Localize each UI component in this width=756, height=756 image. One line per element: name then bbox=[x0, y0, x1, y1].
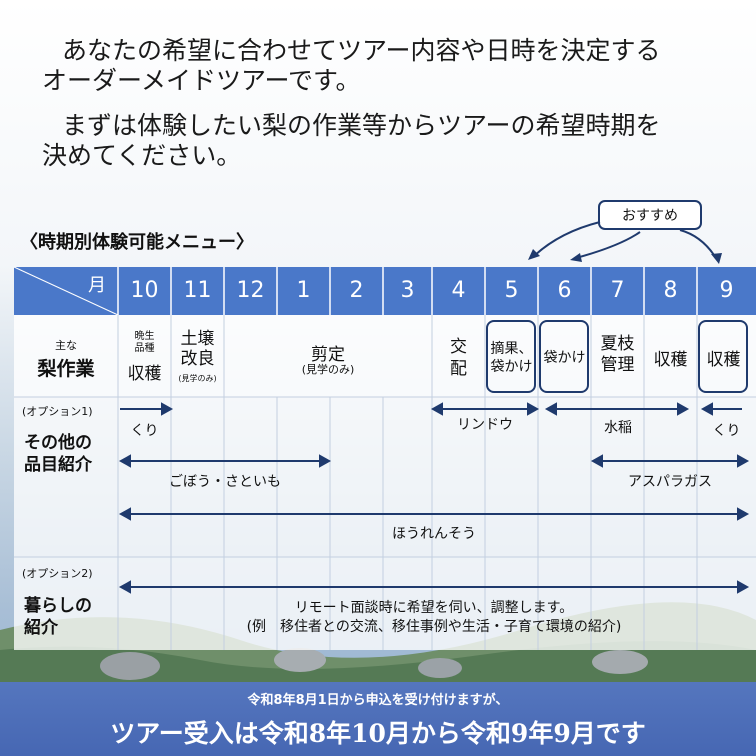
pruning-note: (見学のみ) bbox=[301, 363, 355, 376]
intro-line-3: まずは体験したい梨の作業等からツアーの希望時期を bbox=[62, 111, 661, 140]
month-1: 1 bbox=[296, 278, 311, 303]
life-text-2: (例 移住者との交流、移住事例や生活・子育て環境の紹介) bbox=[246, 619, 622, 635]
jun-bagging: 袋かけ bbox=[543, 350, 586, 366]
recommend-badge: おすすめ bbox=[598, 200, 702, 230]
month-11: 11 bbox=[183, 278, 212, 303]
sep-harvest: 収穫 bbox=[706, 350, 741, 370]
intro-line-1: あなたの希望に合わせてツアー内容や日時を決定する bbox=[62, 36, 661, 65]
footer-note: 令和8年8月1日から申込を受け付けますが、 bbox=[247, 693, 509, 708]
pruning: 剪定 bbox=[311, 345, 345, 365]
option2-label: (オプション2) bbox=[22, 567, 93, 580]
nov-soil: 土壌 改良 bbox=[180, 329, 215, 369]
section-title: 〈時期別体験可能メニュー〉 bbox=[20, 232, 254, 253]
may-box bbox=[486, 320, 536, 393]
aug-harvest: 収穫 bbox=[653, 350, 688, 370]
oct-small: 晩生 品種 bbox=[134, 331, 155, 354]
item-kuri-2: くり bbox=[712, 423, 741, 439]
footer-headline: ツアー受入は令和8年10月から令和9年9月です bbox=[110, 719, 646, 748]
jul-summer-branch: 夏枝 管理 bbox=[600, 334, 635, 375]
month-4: 4 bbox=[451, 278, 466, 303]
row2-label: その他の 品目紹介 bbox=[24, 433, 92, 475]
month-2: 2 bbox=[349, 278, 364, 303]
row1-label-small: 主な bbox=[55, 339, 77, 352]
option1-label: (オプション1) bbox=[22, 405, 93, 418]
month-3: 3 bbox=[400, 278, 415, 303]
jun-box bbox=[539, 320, 589, 393]
intro-line-4: 決めてください。 bbox=[42, 141, 242, 170]
item-asparagus: アスパラガス bbox=[628, 474, 712, 490]
month-10: 10 bbox=[130, 278, 159, 303]
month-9: 9 bbox=[719, 278, 734, 303]
item-rindou: リンドウ bbox=[457, 417, 513, 433]
oct-harvest: 収穫 bbox=[127, 364, 162, 384]
item-spinach: ほうれんそう bbox=[392, 526, 476, 542]
month-6: 6 bbox=[557, 278, 572, 303]
month-12: 12 bbox=[236, 278, 265, 303]
month-5: 5 bbox=[504, 278, 519, 303]
row3-label: 暮らしの 紹介 bbox=[24, 596, 92, 638]
item-kuri-1: くり bbox=[130, 423, 159, 439]
month-header-label: 月 bbox=[88, 275, 106, 296]
sep-box bbox=[698, 320, 748, 393]
month-8: 8 bbox=[663, 278, 678, 303]
intro-line-2: オーダーメイドツアーです。 bbox=[42, 66, 361, 95]
month-7: 7 bbox=[610, 278, 625, 303]
life-text-1: リモート面談時に希望を伺い、調整します。 bbox=[294, 600, 574, 616]
item-gobou: ごぼう・さといも bbox=[169, 474, 281, 490]
may-thinning: 摘果、 袋かけ bbox=[490, 341, 533, 375]
apr-pollination: 交 配 bbox=[450, 337, 467, 379]
row1-label: 梨作業 bbox=[37, 358, 95, 380]
nov-note: (見学のみ) bbox=[178, 374, 217, 383]
item-suitou: 水稲 bbox=[604, 420, 632, 436]
